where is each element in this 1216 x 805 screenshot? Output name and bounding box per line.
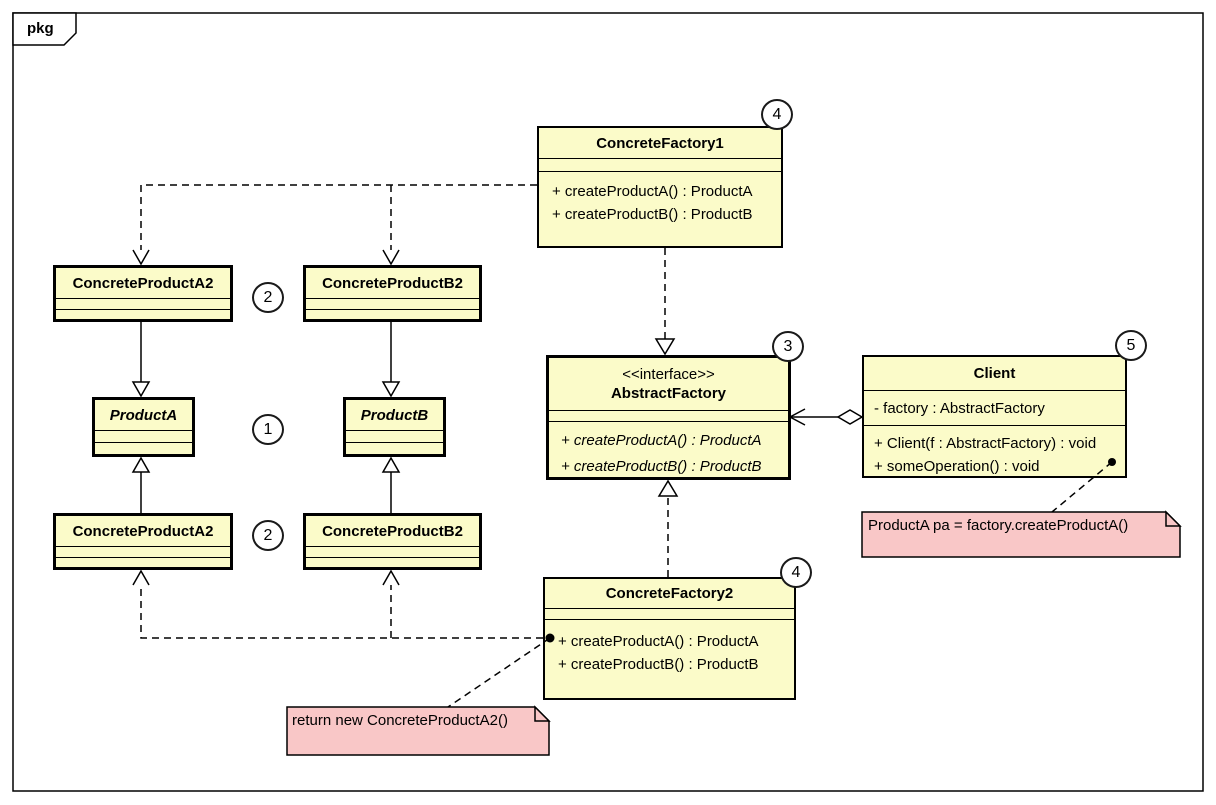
attributes-compartment [306,299,479,310]
stereotype: <<interface>> [622,366,715,383]
operation: + createProductA() : ProductA [561,432,762,449]
operation: + createProductB() : ProductB [558,656,759,673]
attributes-compartment [549,411,788,422]
operation: + createProductB() : ProductB [561,458,762,475]
class-abstract-factory[interactable]: <<interface>> AbstractFactory + createPr… [546,355,791,480]
class-title: ConcreteProductB2 [306,268,479,299]
step-badge-client: 5 [1115,330,1147,361]
attributes-compartment [306,547,479,558]
class-client[interactable]: Client - factory : AbstractFactory + Cli… [862,355,1127,478]
class-title: ConcreteProductA2 [56,516,230,547]
attributes-compartment [539,159,781,172]
class-title: ProductA [95,400,192,431]
class-product-a[interactable]: ProductA [92,397,195,457]
step-badge-abstract-factory: 3 [772,331,804,362]
operation: + createProductA() : ProductA [552,183,753,200]
class-concrete-product-b2-bottom[interactable]: ConcreteProductB2 [303,513,482,570]
step-badge-factory1: 4 [761,99,793,130]
note-factory2-text: return new ConcreteProductA2() [292,712,508,729]
attributes-compartment [56,299,230,310]
operation: + someOperation() : void [874,458,1040,475]
class-title: ConcreteProductB2 [306,516,479,547]
class-title: Client [864,357,1125,391]
step-badge-abstract-products: 1 [252,414,284,445]
operation: + createProductA() : ProductA [558,633,759,650]
step-badge-products-bottom: 2 [252,520,284,551]
dependency-factory2-to-products [132,569,543,639]
class-name: AbstractFactory [610,385,727,402]
operations-compartment: + Client(f : AbstractFactory) : void + s… [864,426,1125,478]
attributes-compartment: - factory : AbstractFactory [864,391,1125,426]
step-badge-factory2: 4 [780,557,812,588]
operation: + createProductB() : ProductB [552,206,753,223]
class-product-b[interactable]: ProductB [343,397,446,457]
class-concrete-product-b2-top[interactable]: ConcreteProductB2 [303,265,482,322]
operations-compartment: + createProductA() : ProductA + createPr… [545,620,794,676]
anchor-factory2-note [447,633,555,708]
class-title: ProductB [346,400,443,431]
realization-factory2-abstractfactory [657,479,679,577]
class-title: <<interface>> AbstractFactory [549,358,788,411]
attributes-compartment [95,431,192,443]
attributes-compartment [545,609,794,620]
class-concrete-factory-2[interactable]: ConcreteFactory2 + createProductA() : Pr… [543,577,796,700]
operations-compartment: + createProductA() : ProductA + createPr… [549,422,788,480]
class-title: ConcreteFactory2 [545,579,794,609]
attributes-compartment [56,547,230,558]
class-title: ConcreteFactory1 [539,128,781,159]
class-title: ConcreteProductA2 [56,268,230,299]
class-concrete-factory-1[interactable]: ConcreteFactory1 + createProductA() : Pr… [537,126,783,248]
operation: + Client(f : AbstractFactory) : void [874,435,1097,452]
operations-compartment: + createProductA() : ProductA + createPr… [539,172,781,226]
class-concrete-product-a2-bottom[interactable]: ConcreteProductA2 [53,513,233,570]
realization-factory1-abstractfactory [654,248,676,356]
step-badge-products-top: 2 [252,282,284,313]
note-client-text: ProductA pa = factory.createProductA() [868,517,1129,534]
attribute: - factory : AbstractFactory [874,399,1045,417]
aggregation-client-abstractfactory [788,408,864,426]
attributes-compartment [346,431,443,443]
dependency-factory1-to-products [132,184,537,266]
package-tab-label: pkg [27,20,54,37]
class-concrete-product-a2-top[interactable]: ConcreteProductA2 [53,265,233,322]
